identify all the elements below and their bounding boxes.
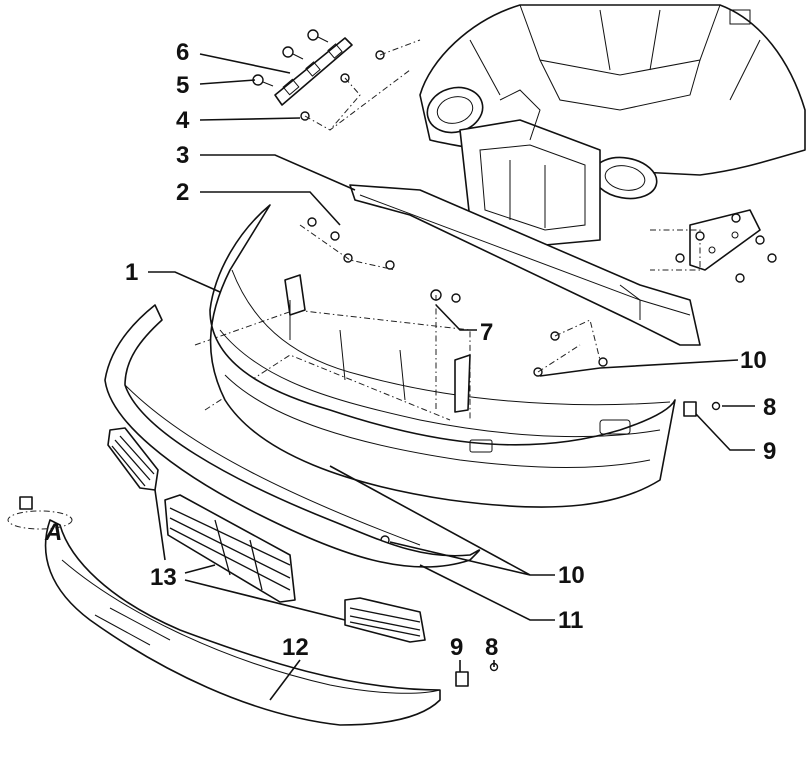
callout-3: 3 [176,142,189,169]
part-9-clip-upper [683,401,697,417]
callout-12: 12 [282,634,309,661]
callout-13: 13 [150,564,177,591]
callout-1: 1 [125,259,138,286]
callout-11: 11 [558,607,583,634]
part-12-lower-valance [44,519,441,726]
screws [252,29,777,672]
callout-8-upper: 8 [763,394,776,421]
leader-lines [148,53,755,701]
vehicle-body [419,4,806,271]
callout-9-upper: 9 [763,438,776,465]
detail-marker-a: A [7,496,73,546]
callout-4: 4 [176,107,190,134]
part-6-bracket [274,37,353,106]
detail-marker-label: A [44,519,62,546]
callout-7: 7 [480,319,493,346]
callout-6: 6 [176,39,189,66]
callout-2: 2 [176,179,189,206]
assembly-lines [194,39,601,421]
callout-10-lower: 10 [558,562,585,589]
callout-10-upper: 10 [740,347,767,374]
part-13-grille-small [344,597,426,643]
part-3-impact-beam [349,184,701,346]
part-11-spoiler [104,304,481,568]
callout-5: 5 [176,72,189,99]
part-9-clip-lower [455,671,469,687]
callout-8-lower: 8 [485,634,498,661]
part-13-grille-center [164,494,296,603]
callouts: 1 2 3 4 5 6 7 8 9 10 10 11 12 13 9 8 [125,39,776,661]
callout-9-lower: 9 [450,634,463,661]
part-1-bumper-cover [209,204,676,508]
